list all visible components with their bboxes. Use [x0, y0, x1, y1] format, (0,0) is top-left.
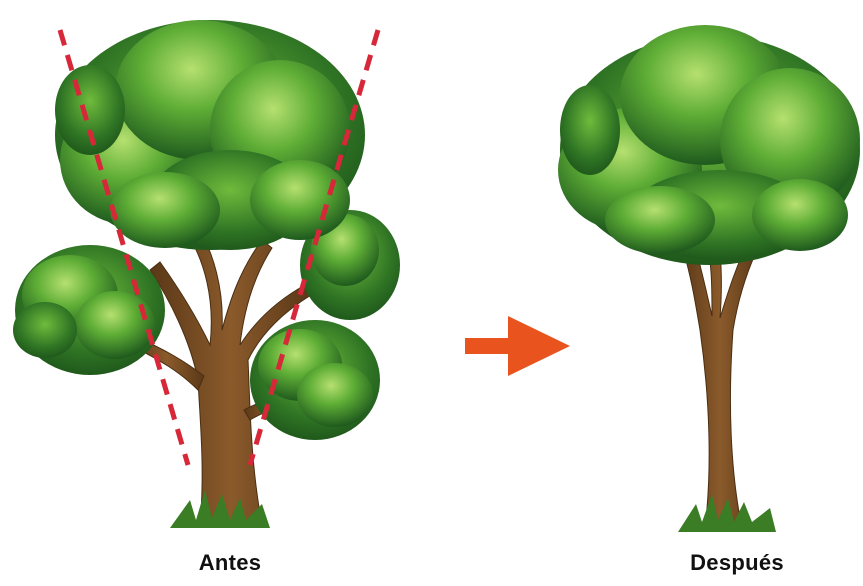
caption-after: Después: [637, 550, 837, 576]
arrow-right-icon: [465, 316, 570, 376]
tree-before: [13, 20, 400, 528]
trunk-after: [680, 236, 760, 528]
caption-before: Antes: [130, 550, 330, 576]
tree-after: [558, 25, 860, 532]
foliage-after: [558, 25, 860, 265]
